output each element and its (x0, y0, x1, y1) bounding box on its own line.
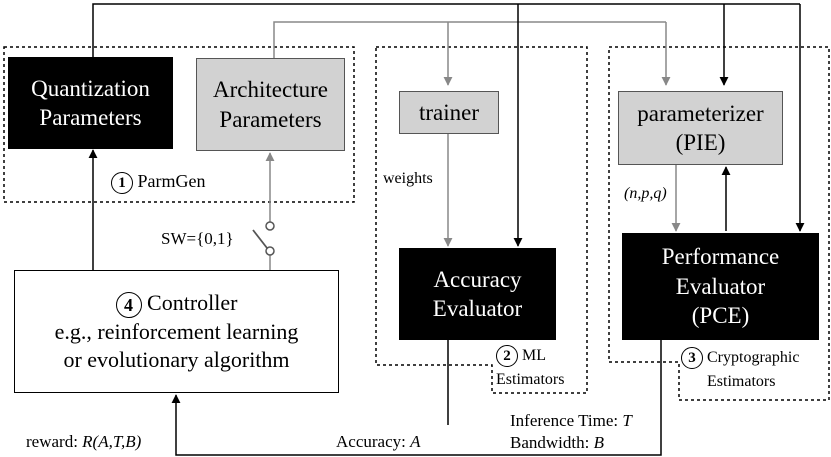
trainer-box: trainer (399, 91, 499, 134)
performance-evaluator-box: Performance Evaluator (PCE) (622, 233, 819, 340)
crypto-badge: 3 (681, 347, 703, 370)
performance-line3: (PCE) (691, 303, 750, 329)
switch-top-contact (265, 221, 275, 231)
performance-line2: Evaluator (675, 273, 766, 299)
accuracy-value: A (410, 432, 421, 451)
ml-label-line2: Estimators (496, 371, 565, 388)
parameterizer-line2: (PIE) (675, 130, 726, 155)
bandwidth-prefix: Bandwidth: (510, 433, 594, 452)
controller-line3: or evolutionary algorithm (63, 346, 290, 372)
parmgen-label: 1 ParmGen (111, 171, 205, 194)
accuracy-line1: Accuracy (433, 266, 522, 292)
accuracy-output-label: Accuracy: A (336, 432, 420, 452)
architecture-line1: Architecture (213, 77, 328, 103)
crypto-label-line1: Cryptographic (707, 349, 800, 366)
bandwidth-value: B (593, 433, 604, 452)
controller-box: 4 Controller e.g., reinforcement learnin… (14, 270, 339, 393)
ml-estimators-label: 2 ML Estimators (496, 344, 564, 392)
inference-time-label: Inference Time: T (510, 411, 632, 431)
crypto-label-line2: Estimators (707, 373, 776, 390)
parameterizer-box: parameterizer (PIE) (618, 91, 783, 165)
inference-value: T (622, 411, 632, 430)
quantization-parameters-box: Quantization Parameters (8, 57, 173, 149)
controller-title-text: Controller (147, 289, 238, 315)
switch-blade (252, 229, 268, 249)
bandwidth-label: Bandwidth: B (510, 433, 604, 453)
crypto-estimators-label: 3 Cryptographic Estimators (681, 346, 799, 394)
npq-label: (n,p,q) (624, 185, 667, 202)
reward-prefix: reward: (26, 432, 83, 451)
parameterizer-line1: parameterizer (637, 100, 764, 126)
crypto-group-outline (608, 46, 830, 401)
controller-line2: e.g., reinforcement learning (54, 318, 299, 344)
arch-params-bus (273, 21, 666, 58)
parmgen-label-text: ParmGen (137, 171, 206, 191)
reward-value: R(A,T,B) (82, 432, 142, 451)
architecture-parameters-box: Architecture Parameters (196, 58, 345, 151)
accuracy-prefix: Accuracy: (336, 432, 411, 451)
quantization-line2: Parameters (39, 105, 142, 130)
quant-params-bus (92, 3, 800, 57)
accuracy-line2: Evaluator (432, 296, 523, 321)
accuracy-evaluator-box: Accuracy Evaluator (399, 248, 556, 340)
parmgen-group-outline (3, 46, 355, 203)
architecture-line2: Parameters (219, 106, 322, 132)
reward-label: reward: R(A,T,B) (26, 432, 141, 452)
switch-bottom-contact (265, 246, 275, 256)
switch-label: SW={0,1} (161, 229, 234, 248)
controller-badge: 4 (115, 291, 142, 318)
weights-label: weights (383, 170, 433, 187)
ml-group-outline (375, 46, 588, 394)
performance-line1: Performance (661, 244, 780, 270)
ml-badge: 2 (496, 345, 518, 368)
parmgen-badge: 1 (111, 171, 133, 194)
quantization-line1: Quantization (31, 75, 150, 101)
controller-title: 4 Controller (115, 289, 238, 318)
trainer-label: trainer (418, 99, 479, 125)
feedback-performance-line (171, 340, 662, 456)
inference-prefix: Inference Time: (510, 411, 623, 430)
ml-label-line1: ML (522, 347, 546, 364)
